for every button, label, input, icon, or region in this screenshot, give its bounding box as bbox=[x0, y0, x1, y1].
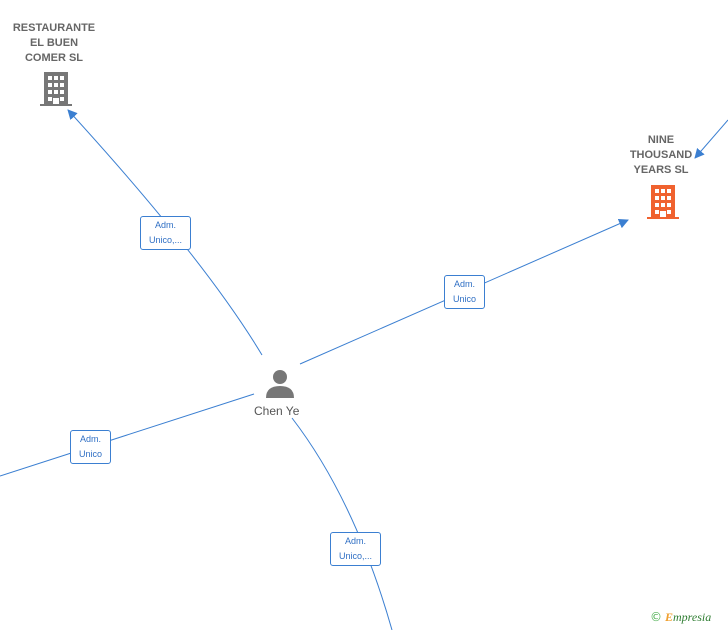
edge-top-right-incoming bbox=[694, 119, 728, 159]
brand-name: mpresia bbox=[673, 610, 712, 624]
edge-label-bottom[interactable]: Adm. Unico,... bbox=[330, 532, 381, 566]
company-label-line: RESTAURANTE bbox=[12, 22, 96, 34]
company-label-line: NINE bbox=[647, 134, 675, 146]
company-label-restaurante[interactable]: RESTAURANTE EL BUEN COMER SL bbox=[4, 21, 104, 66]
person-icon[interactable] bbox=[265, 368, 295, 398]
brand-initial: E bbox=[665, 610, 674, 624]
person-name[interactable]: Chen Ye bbox=[254, 404, 300, 418]
building-icon[interactable] bbox=[40, 72, 72, 106]
edge-label-restaurante[interactable]: Adm. Unico,... bbox=[140, 216, 191, 250]
empresia-logo: © Empresia bbox=[650, 610, 711, 625]
edge-label-line: Unico bbox=[78, 449, 102, 459]
edge-label-line: Unico,... bbox=[148, 235, 182, 245]
edge-label-line: Unico,... bbox=[338, 551, 372, 561]
edge-label-line: Adm. bbox=[79, 434, 101, 444]
copyright-symbol: © bbox=[650, 610, 662, 624]
edge-label-line: Unico bbox=[452, 294, 476, 304]
edge-label-line: Adm. bbox=[154, 220, 176, 230]
edge-person-bottom bbox=[291, 417, 393, 630]
edge-label-line: Adm. bbox=[344, 536, 366, 546]
company-label-nine-thousand[interactable]: NINE THOUSAND YEARS SL bbox=[611, 133, 711, 178]
edge-label-nine-thousand[interactable]: Adm. Unico bbox=[444, 275, 485, 309]
company-label-line: YEARS SL bbox=[633, 164, 689, 176]
edge-person-left bbox=[0, 393, 255, 477]
company-label-line: EL BUEN bbox=[29, 37, 79, 49]
company-label-line: THOUSAND bbox=[629, 149, 693, 161]
edge-label-left[interactable]: Adm. Unico bbox=[70, 430, 111, 464]
edge-label-line: Adm. bbox=[453, 279, 475, 289]
building-icon[interactable] bbox=[647, 185, 679, 219]
company-label-line: COMER SL bbox=[24, 52, 84, 64]
